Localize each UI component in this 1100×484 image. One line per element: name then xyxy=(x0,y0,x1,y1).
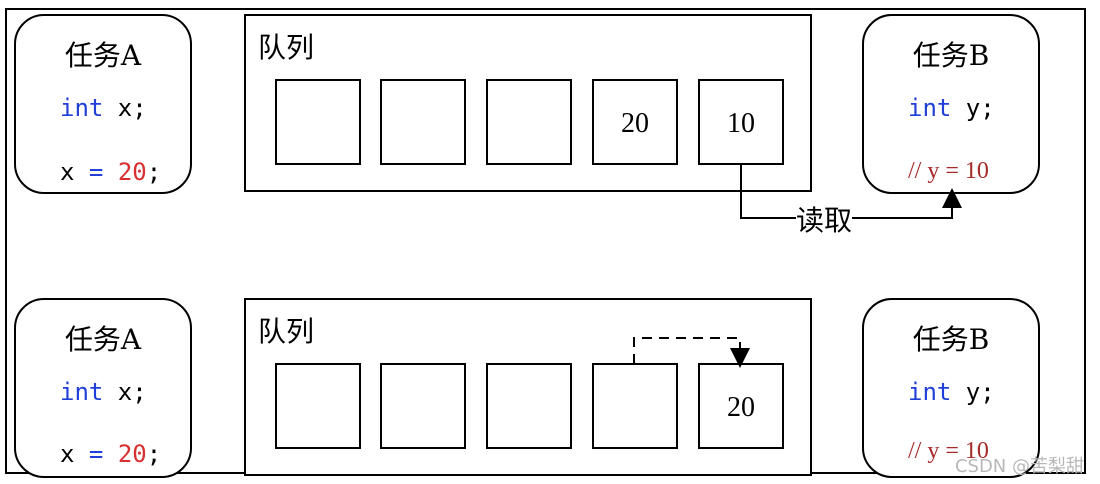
keyword-int: int xyxy=(908,378,952,406)
read-label: 读取 xyxy=(796,199,853,239)
task-a-assignment: x = 20; xyxy=(60,158,161,186)
task-b-comment: // y = 10 xyxy=(908,438,989,464)
queue-label: 队列 xyxy=(258,31,315,64)
task-a-declaration: int x; xyxy=(60,94,147,122)
keyword-int: int xyxy=(60,94,104,122)
task-b-declaration: int y; xyxy=(908,94,995,122)
queue-cell xyxy=(486,79,572,165)
queue-cell: 10 xyxy=(698,79,784,165)
queue-cell xyxy=(486,363,572,449)
assign-lhs: x xyxy=(60,440,89,468)
task-b-declaration: int y; xyxy=(908,378,995,406)
assign-end: ; xyxy=(146,440,162,468)
queue-cell: 20 xyxy=(592,79,678,165)
queue-cell xyxy=(380,79,466,165)
assign-operator: = xyxy=(88,440,104,468)
watermark: CSDN @苦梨甜 xyxy=(954,456,1084,477)
keyword-int: int xyxy=(60,378,104,406)
queue-cell xyxy=(275,363,361,449)
task-b-title: 任务B xyxy=(912,323,990,356)
task-a-assignment: x = 20; xyxy=(60,440,161,468)
queue-box: 队列 20 xyxy=(244,298,812,476)
queue-label: 队列 xyxy=(258,315,315,348)
queue-cell xyxy=(275,79,361,165)
assign-value: 20 xyxy=(117,158,147,186)
queue-cell: 20 xyxy=(698,363,784,449)
task-b-box: 任务B int y; // y = 10 xyxy=(862,298,1040,478)
assign-value: 20 xyxy=(117,440,147,468)
decl-rest: x; xyxy=(103,378,147,406)
queue-cell xyxy=(380,363,466,449)
keyword-int: int xyxy=(908,94,952,122)
assign-operator: = xyxy=(88,158,104,186)
assign-end: ; xyxy=(146,158,162,186)
decl-rest: x; xyxy=(103,94,147,122)
decl-rest: y; xyxy=(951,378,995,406)
task-b-comment: // y = 10 xyxy=(908,158,989,184)
task-b-box: 任务B int y; // y = 10 xyxy=(862,14,1040,194)
task-a-box: 任务A int x; x = 20; xyxy=(14,298,192,478)
queue-box: 队列 20 10 xyxy=(244,14,812,192)
task-b-title: 任务B xyxy=(912,39,990,72)
task-a-title: 任务A xyxy=(64,39,142,72)
assign-lhs: x xyxy=(60,158,89,186)
task-a-box: 任务A int x; x = 20; xyxy=(14,14,192,194)
decl-rest: y; xyxy=(951,94,995,122)
shift-arrow xyxy=(633,337,750,368)
queue-cell xyxy=(592,363,678,449)
task-a-title: 任务A xyxy=(64,323,142,356)
task-a-declaration: int x; xyxy=(60,378,147,406)
